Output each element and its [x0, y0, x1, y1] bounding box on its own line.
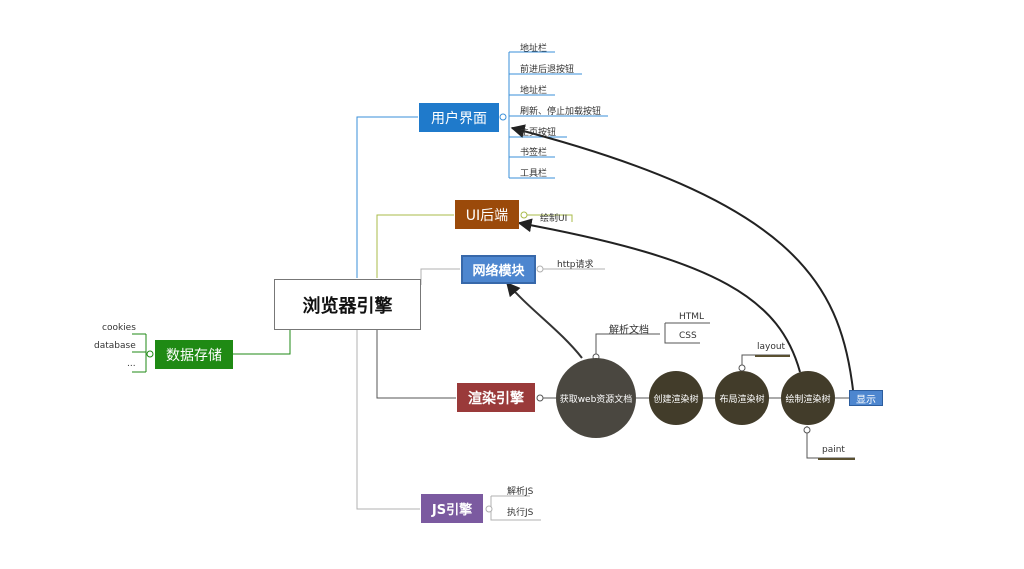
ui-item-address-bar-2: 地址栏	[520, 86, 548, 96]
arrow-display-to-ui	[510, 124, 854, 391]
ui-backend-collapse-dot	[520, 211, 528, 219]
circle-fetch-resource	[556, 358, 636, 438]
network-item-http: http请求	[557, 260, 594, 270]
ui-collapse-dot	[499, 113, 507, 121]
parse-items-bracket	[664, 323, 700, 344]
root-label: 浏览器引擎	[302, 295, 393, 317]
circle-layout-tree	[715, 371, 769, 425]
storage-item-database: database	[94, 341, 136, 351]
connector-root-js	[356, 330, 420, 510]
ui-label: 用户界面	[431, 110, 487, 127]
js-item-execute: 执行JS	[507, 508, 534, 518]
js-item-parse: 解析JS	[507, 487, 534, 497]
layout-branch	[741, 354, 790, 372]
connector-root-ui	[356, 116, 418, 278]
arrow-paint-to-ui-backend	[517, 218, 801, 373]
node-data-storage[interactable]: 数据存储	[155, 340, 233, 369]
node-display[interactable]: 显示	[849, 390, 883, 406]
arrow-fetch-to-network	[506, 281, 583, 359]
network-collapse-dot	[536, 265, 544, 273]
node-network[interactable]: 网络模块	[461, 255, 536, 284]
parse-doc-label: 解析文档	[609, 325, 649, 336]
storage-item-ellipsis: ...	[127, 359, 136, 369]
step-create-tree-label: 创建渲染树	[653, 395, 699, 405]
connector-root-render	[376, 330, 456, 399]
node-user-interface[interactable]: 用户界面	[419, 103, 499, 132]
storage-label: 数据存储	[166, 347, 222, 364]
ui-backend-label: UI后端	[465, 207, 509, 224]
parse-doc-branch	[595, 333, 660, 357]
storage-collapse-dot	[146, 350, 154, 358]
ui-item-toolbar: 工具栏	[520, 169, 548, 179]
connector-root-network	[420, 268, 460, 285]
ui-item-refresh-stop: 刷新、停止加载按钮	[520, 107, 602, 117]
layout-collapse-dot	[738, 364, 746, 372]
parse-item-css: CSS	[679, 331, 697, 341]
paint-label: paint	[822, 445, 845, 455]
js-leaves-bracket	[490, 496, 541, 521]
node-ui-backend[interactable]: UI后端	[455, 200, 519, 229]
paint-collapse-dot	[803, 426, 811, 434]
js-label: JS引擎	[431, 503, 473, 518]
render-collapse-dot	[536, 394, 544, 402]
circle-paint-tree	[781, 371, 835, 425]
node-js-engine[interactable]: JS引擎	[421, 494, 483, 523]
ui-item-nav-buttons: 前进后退按钮	[520, 65, 575, 75]
ui-item-bookmarks: 书签栏	[520, 148, 548, 158]
ui-backend-item-draw: 绘制UI	[540, 214, 568, 224]
display-label: 显示	[856, 394, 876, 406]
ui-item-home-button: 主页按钮	[520, 128, 557, 138]
network-label: 网络模块	[472, 264, 525, 279]
step-fetch-resource-label: 获取web资源文档	[559, 395, 633, 405]
circle-create-tree	[649, 371, 703, 425]
connector-root-storage	[233, 330, 291, 355]
connector-root-ui-backend	[376, 214, 454, 278]
ui-backend-leaf-line	[524, 214, 573, 222]
node-render-engine[interactable]: 渲染引擎	[457, 383, 535, 412]
ui-item-address-bar: 地址栏	[520, 44, 548, 54]
parse-item-html: HTML	[679, 312, 705, 322]
render-label: 渲染引擎	[468, 390, 524, 407]
storage-item-cookies: cookies	[102, 323, 136, 333]
layout-label: layout	[757, 342, 786, 352]
root-node-browser-engine[interactable]: 浏览器引擎	[274, 279, 421, 330]
js-collapse-dot	[485, 505, 493, 513]
step-paint-tree-label: 绘制渲染树	[785, 395, 831, 405]
step-layout-tree-label: 布局渲染树	[719, 395, 765, 405]
